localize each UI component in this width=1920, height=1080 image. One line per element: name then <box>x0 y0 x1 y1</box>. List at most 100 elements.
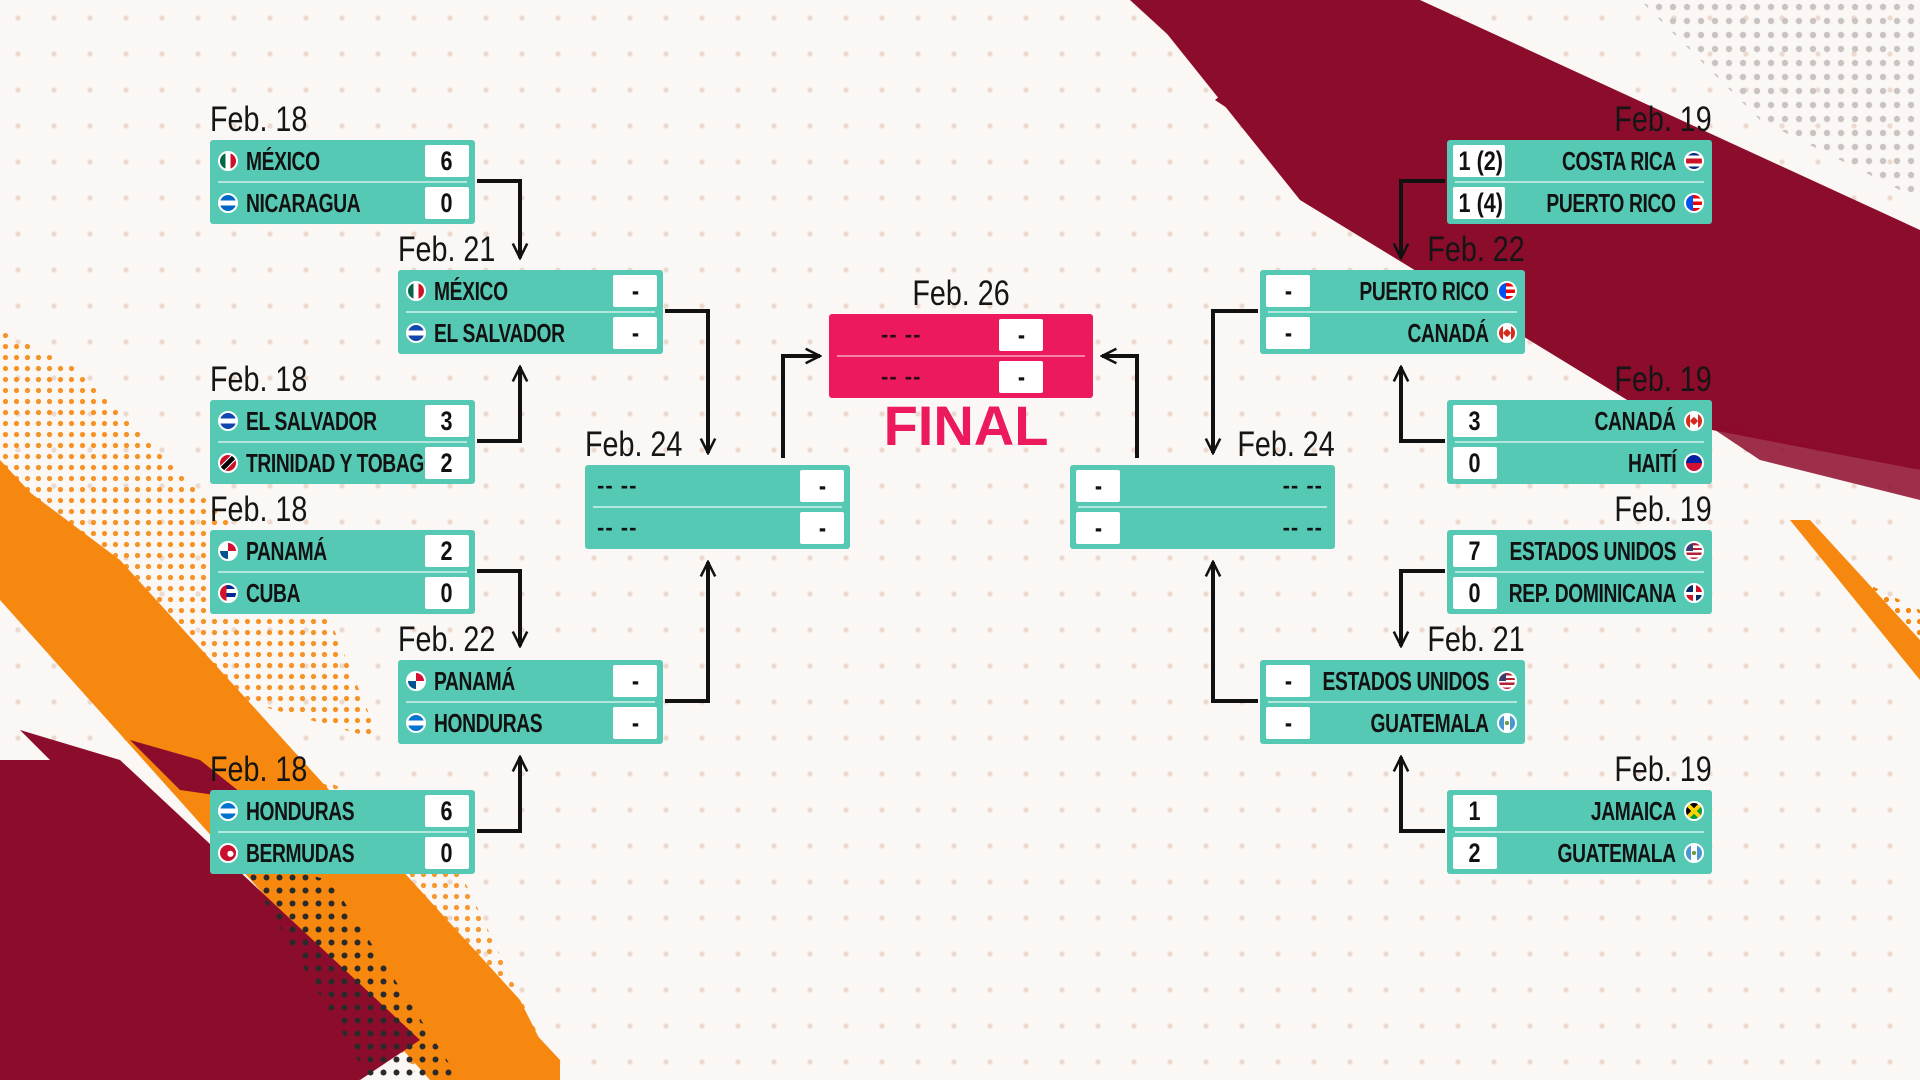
team-name: -- -- <box>881 322 922 347</box>
team-row[interactable]: -- -- - <box>829 356 1093 398</box>
team-row[interactable]: 0 HAITÍ <box>1447 442 1712 484</box>
dominican-republic-flag-icon <box>1684 583 1704 603</box>
match-box[interactable]: - -- -- - -- -- <box>1070 465 1335 549</box>
team-row[interactable]: 2 GUATEMALA <box>1447 832 1712 874</box>
team-row[interactable]: MÉXICO 6 <box>210 140 475 182</box>
team-score: 3 <box>1453 405 1497 437</box>
connector-r-q3-r2 <box>1401 569 1445 646</box>
match-box[interactable]: 7 ESTADOS UNIDOS 0 REP. DOMINICANA <box>1447 530 1712 614</box>
team-row[interactable]: 7 ESTADOS UNIDOS <box>1447 530 1712 572</box>
team-row[interactable]: - -- -- <box>1070 507 1335 549</box>
team-row[interactable]: CUBA 0 <box>210 572 475 614</box>
nicaragua-flag-icon <box>218 193 238 213</box>
team-score: - <box>999 319 1043 351</box>
match-box[interactable]: EL SALVADOR 3 TRINIDAD Y TOBAGO 2 <box>210 400 475 484</box>
team-score: 6 <box>425 145 469 177</box>
trinidad-flag-icon <box>218 453 238 473</box>
team-row[interactable]: - ESTADOS UNIDOS <box>1260 660 1525 702</box>
match-right-r2: Feb. 21 - ESTADOS UNIDOS - GUATEMALA <box>1260 620 1525 744</box>
match-box[interactable]: - ESTADOS UNIDOS - GUATEMALA <box>1260 660 1525 744</box>
team-row[interactable]: 1 JAMAICA <box>1447 790 1712 832</box>
match-box[interactable]: MÉXICO 6 NICARAGUA 0 <box>210 140 475 224</box>
team-score: 6 <box>425 795 469 827</box>
honduras-flag-icon <box>406 713 426 733</box>
team-row[interactable]: EL SALVADOR - <box>398 312 663 354</box>
match-date: Feb. 22 <box>1427 230 1525 269</box>
team-row[interactable]: PANAMÁ - <box>398 660 663 702</box>
team-name: ESTADOS UNIDOS <box>1509 536 1676 566</box>
match-date: Feb. 22 <box>398 620 496 659</box>
final-date: Feb. 26 <box>912 274 1010 313</box>
connector-r-r1-semi <box>1213 309 1258 453</box>
team-row[interactable]: BERMUDAS 0 <box>210 832 475 874</box>
match-date: Feb. 24 <box>585 425 683 464</box>
connector-l-r1-semi <box>665 309 708 453</box>
match-box[interactable]: 1 (2) COSTA RICA 1 (4) PUERTO RICO <box>1447 140 1712 224</box>
match-box[interactable]: PANAMÁ - HONDURAS - <box>398 660 663 744</box>
team-name: PUERTO RICO <box>1359 276 1490 306</box>
match-date: Feb. 18 <box>210 360 308 399</box>
match-box[interactable]: MÉXICO - EL SALVADOR - <box>398 270 663 354</box>
match-date: Feb. 19 <box>1614 360 1712 399</box>
team-score: 1 (4) <box>1453 187 1505 219</box>
team-name: GUATEMALA <box>1557 838 1677 868</box>
team-score: - <box>1266 317 1310 349</box>
final-label: FINAL <box>883 394 1049 457</box>
team-row[interactable]: - CANADÁ <box>1260 312 1525 354</box>
team-row[interactable]: -- -- - <box>585 507 850 549</box>
match-box[interactable]: - PUERTO RICO - CANADÁ <box>1260 270 1525 354</box>
team-name: JAMAICA <box>1590 796 1676 826</box>
team-name: MÉXICO <box>246 146 320 176</box>
team-name: -- -- <box>1282 473 1323 498</box>
team-row[interactable]: - GUATEMALA <box>1260 702 1525 744</box>
usa-flag-icon <box>1684 541 1704 561</box>
team-row[interactable]: HONDURAS 6 <box>210 790 475 832</box>
jamaica-flag-icon <box>1684 801 1704 821</box>
mexico-flag-icon <box>406 281 426 301</box>
match-box[interactable]: PANAMÁ 2 CUBA 0 <box>210 530 475 614</box>
team-name: HONDURAS <box>246 796 355 826</box>
team-row[interactable]: TRINIDAD Y TOBAGO 2 <box>210 442 475 484</box>
team-name: MÉXICO <box>434 276 508 306</box>
team-row[interactable]: 0 REP. DOMINICANA <box>1447 572 1712 614</box>
team-score: 1 <box>1453 795 1497 827</box>
match-right-semi: Feb. 24 - -- -- - -- -- <box>1070 425 1335 549</box>
match-left-q4: Feb. 18 HONDURAS 6 BERMUDAS 0 <box>210 750 475 874</box>
team-name: EL SALVADOR <box>434 318 565 348</box>
top-right-grey-dots <box>1640 0 1920 200</box>
puerto-rico-flag-icon <box>1497 281 1517 301</box>
connector-r-q4-r2 <box>1401 757 1445 833</box>
top-right-red-stroke <box>1130 0 1920 500</box>
match-box[interactable]: -- -- - -- -- - <box>585 465 850 549</box>
match-date: Feb. 18 <box>210 750 308 789</box>
team-row[interactable]: PANAMÁ 2 <box>210 530 475 572</box>
match-box[interactable]: 1 JAMAICA 2 GUATEMALA <box>1447 790 1712 874</box>
team-row[interactable]: - -- -- <box>1070 465 1335 507</box>
team-row[interactable]: 1 (4) PUERTO RICO <box>1447 182 1712 224</box>
team-row[interactable]: EL SALVADOR 3 <box>210 400 475 442</box>
team-row[interactable]: HONDURAS - <box>398 702 663 744</box>
team-name: -- -- <box>881 364 922 389</box>
team-row[interactable]: NICARAGUA 0 <box>210 182 475 224</box>
team-row[interactable]: - PUERTO RICO <box>1260 270 1525 312</box>
match-box[interactable]: 3 CANADÁ 0 HAITÍ <box>1447 400 1712 484</box>
match-date: Feb. 18 <box>210 490 308 529</box>
usa-flag-icon <box>1497 671 1517 691</box>
team-row[interactable]: 3 CANADÁ <box>1447 400 1712 442</box>
match-left-q2: Feb. 18 EL SALVADOR 3 TRINIDAD Y TOBAGO … <box>210 360 475 484</box>
team-name: NICARAGUA <box>246 188 361 218</box>
connector-r-semi-final <box>1102 356 1139 458</box>
final-box[interactable]: -- -- - -- -- - <box>829 314 1093 398</box>
match-date: Feb. 19 <box>1614 100 1712 139</box>
bermuda-flag-icon <box>218 843 238 863</box>
team-row[interactable]: -- -- - <box>829 314 1093 356</box>
team-row[interactable]: MÉXICO - <box>398 270 663 312</box>
match-box[interactable]: HONDURAS 6 BERMUDAS 0 <box>210 790 475 874</box>
costa-rica-flag-icon <box>1684 151 1704 171</box>
team-row[interactable]: 1 (2) COSTA RICA <box>1447 140 1712 182</box>
match-right-q1: Feb. 19 1 (2) COSTA RICA 1 (4) PUERTO RI… <box>1447 100 1712 224</box>
team-name: CUBA <box>246 578 301 608</box>
match-date: Feb. 21 <box>398 230 496 269</box>
team-row[interactable]: -- -- - <box>585 465 850 507</box>
